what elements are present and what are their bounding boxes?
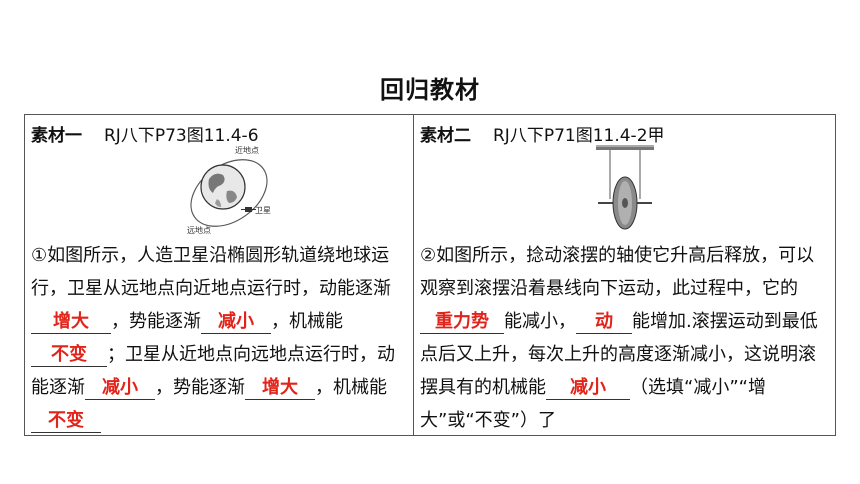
- satellite-orbit-figure: 近地点 卫星 远地点: [187, 145, 271, 235]
- text-part: 能增加.滚摆运动到最低点后又上升，每次上升的高度逐渐减小，这说明滚摆具有的机械能: [420, 311, 818, 398]
- answer-blank: 重力势: [420, 311, 504, 334]
- text-part: ，机械能: [315, 377, 387, 398]
- material-one-cell: 素材一 RJ八下P73图11.4-6 近地点 卫星 远地点 ①如图所示，人造卫星沿…: [25, 115, 413, 435]
- material-one-header: 素材一 RJ八下P73图11.4-6: [31, 121, 259, 146]
- maxwell-wheel-figure: [596, 145, 654, 230]
- material-one-tag: 素材一: [31, 126, 82, 146]
- text-part: ①如图所示，人造卫星沿椭圆形轨道绕地球运行，卫星从远地点向近地点运行时，动能逐渐: [31, 245, 391, 299]
- text-part: （选填“减小”“增大”或“不变”）了: [420, 377, 766, 431]
- text-part: ，势能逐渐: [111, 311, 201, 332]
- text-part: ②如图所示，捻动滚摆的轴使它升高后释放，可以观察到滚摆沿着悬线向下运动，此过程中…: [420, 245, 815, 299]
- apogee-label: 远地点: [187, 225, 211, 235]
- material-two-tag: 素材二: [420, 126, 471, 146]
- answer-blank: 增大: [31, 311, 111, 334]
- answer-blank: 减小: [85, 377, 155, 400]
- material-two-cell: 素材二 RJ八下P71图11.4-2甲 ②如图所示，捻动滚摆的轴使它升高后释放，可…: [414, 115, 836, 435]
- answer-blank: 不变: [31, 410, 101, 433]
- material-two-header: 素材二 RJ八下P71图11.4-2甲: [420, 121, 665, 146]
- satellite-label: 卫星: [255, 206, 271, 215]
- text-part: ；卫星从近地点向远地点运行时，动能逐渐: [31, 344, 395, 398]
- material-two-ref: RJ八下P71图11.4-2甲: [493, 126, 665, 146]
- text-part: ，势能逐渐: [155, 377, 245, 398]
- text-part: 能减小，: [504, 311, 576, 332]
- material-two-text: ②如图所示，捻动滚摆的轴使它升高后释放，可以观察到滚摆沿着悬线向下运动，此过程中…: [420, 239, 830, 437]
- material-one-ref: RJ八下P73图11.4-6: [104, 126, 259, 146]
- column-divider: [413, 115, 414, 435]
- material-one-text: ①如图所示，人造卫星沿椭圆形轨道绕地球运行，卫星从远地点向近地点运行时，动能逐渐…: [31, 239, 409, 437]
- page-title: 回归教材: [380, 76, 480, 104]
- answer-blank: 减小: [201, 311, 271, 334]
- answer-blank: 动: [576, 311, 632, 334]
- text-part: ，机械能: [271, 311, 343, 332]
- answer-blank: 减小: [546, 377, 630, 400]
- materials-table: 素材一 RJ八下P73图11.4-6 近地点 卫星 远地点 ①如图所示，人造卫星沿…: [24, 114, 836, 436]
- answer-blank: 不变: [31, 344, 107, 367]
- perigee-label: 近地点: [235, 145, 259, 155]
- answer-blank: 增大: [245, 377, 315, 400]
